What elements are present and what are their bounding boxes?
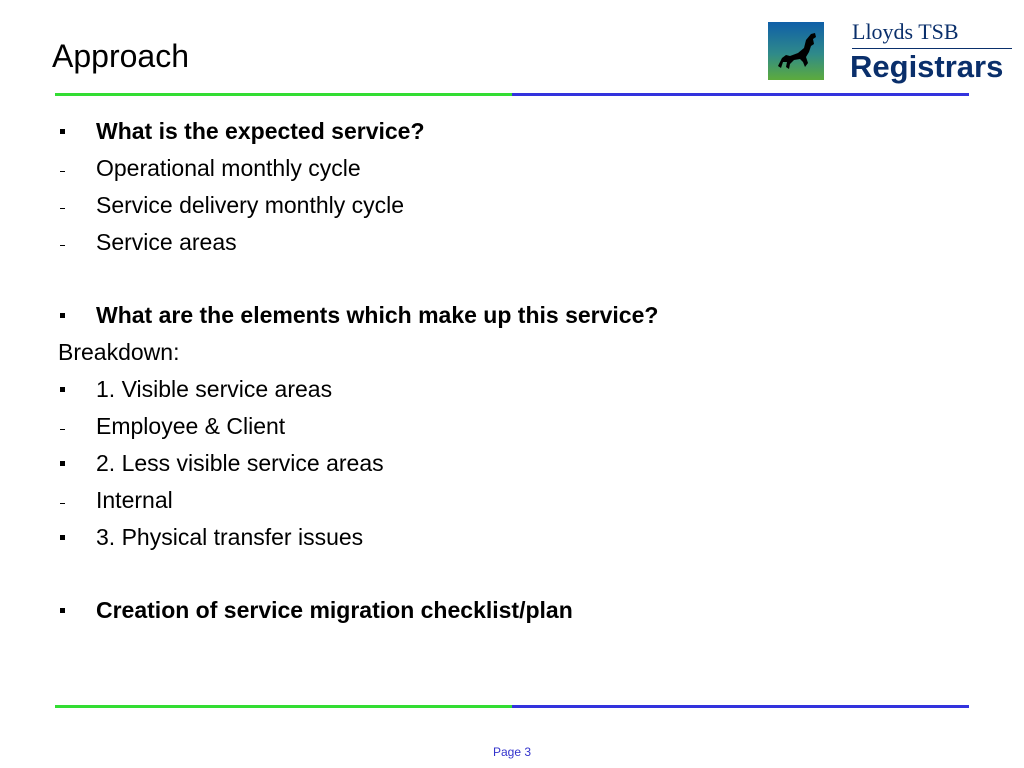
- spacer: [0, 556, 1024, 592]
- list-item: Employee & Client: [0, 408, 1024, 445]
- list-item-text: Service delivery monthly cycle: [96, 192, 405, 218]
- list-item: Service areas: [0, 224, 1024, 261]
- list-item-text: 3. Physical transfer issues: [96, 524, 364, 550]
- list-item-text: Operational monthly cycle: [96, 155, 361, 181]
- list-item: Breakdown:: [0, 334, 1024, 371]
- list-item: What is the expected service?: [0, 113, 1024, 150]
- list-item-text: Service areas: [96, 229, 237, 255]
- list-item: Creation of service migration checklist/…: [0, 592, 1024, 629]
- logo-text-lloyds-tsb: Lloyds TSB: [852, 19, 959, 44]
- list-item-text: What is the expected service?: [96, 118, 425, 144]
- logo-text-registrars: Registrars: [850, 49, 1004, 84]
- list-item-text: Creation of service migration checklist/…: [96, 597, 573, 623]
- spacer: [0, 261, 1024, 297]
- logo-divider: [852, 48, 1012, 49]
- lloyds-tsb-registrars-logo: Lloyds TSB Registrars: [768, 18, 1014, 84]
- list-item: Operational monthly cycle: [0, 150, 1024, 187]
- list-item: 3. Physical transfer issues: [0, 519, 1024, 556]
- list-item-text: 1. Visible service areas: [96, 376, 333, 402]
- list-item: 2. Less visible service areas: [0, 445, 1024, 482]
- list-item-text: 2. Less visible service areas: [96, 450, 384, 476]
- list-item: Internal: [0, 482, 1024, 519]
- slide-title: Approach: [52, 38, 189, 74]
- list-item: 1. Visible service areas: [0, 371, 1024, 408]
- list-item: What are the elements which make up this…: [0, 297, 1024, 334]
- list-item-text: Breakdown:: [58, 339, 180, 365]
- list-item-text: Employee & Client: [96, 413, 286, 439]
- bullet-list: What is the expected service? Operational…: [0, 113, 1024, 629]
- footer-divider: [55, 705, 969, 708]
- header-divider: [55, 93, 969, 96]
- list-item-text: What are the elements which make up this…: [96, 302, 659, 328]
- page-number: Page 3: [492, 745, 532, 759]
- list-item-text: Internal: [96, 487, 173, 513]
- list-item: Service delivery monthly cycle: [0, 187, 1024, 224]
- black-horse-icon: [768, 22, 824, 80]
